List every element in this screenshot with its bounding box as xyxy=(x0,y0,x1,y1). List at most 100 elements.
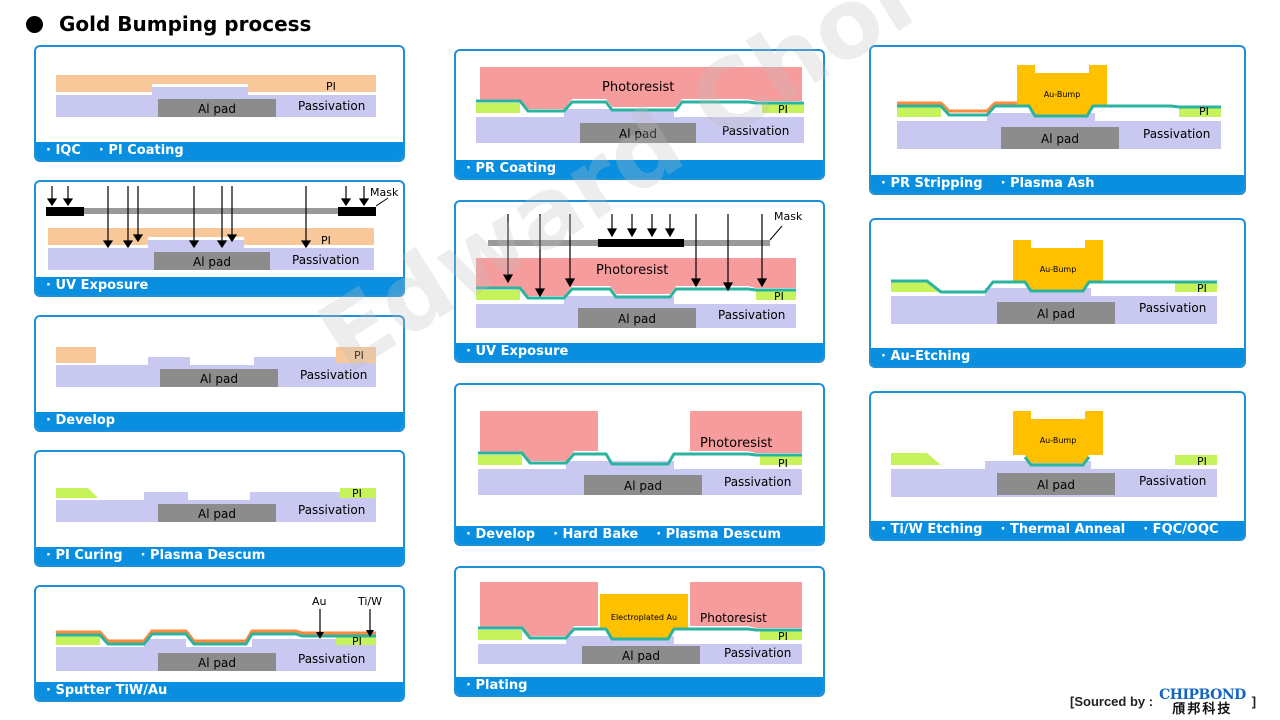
step-caption: · IQC· PI Coating xyxy=(36,142,403,160)
pi-cured-layer xyxy=(56,635,100,645)
al-pad-label: Al pad xyxy=(624,479,662,493)
tiw-label: Ti/W xyxy=(357,595,382,608)
pi-cured-layer xyxy=(760,630,802,640)
mask-bar xyxy=(46,208,376,214)
step-panel-plating: Al pad Electroplated Au Photoresist PI P… xyxy=(454,566,825,697)
mask-block xyxy=(598,239,684,247)
pi-cured-layer xyxy=(476,103,520,113)
passivation-label: Passivation xyxy=(292,253,359,267)
step-panel-pi-curing: Al pad PI Passivation · PI Curing· Plasm… xyxy=(34,450,405,567)
al-pad xyxy=(582,646,700,664)
passivation-label: Passivation xyxy=(298,503,365,517)
pi-cured-layer xyxy=(336,635,376,645)
pi-label: PI xyxy=(1199,105,1209,118)
pi-cured-layer xyxy=(476,290,520,300)
au-bump-label: Au-Bump xyxy=(1040,265,1077,274)
step-panel-iqc: Al pad PI Passivation · IQC· PI Coating xyxy=(34,45,405,162)
passivation-label: Passivation xyxy=(724,646,791,660)
tiw-layer xyxy=(476,99,804,113)
caption-item: · Plating xyxy=(466,678,528,693)
uv-arrows xyxy=(502,214,768,298)
step-panel-uv-exposure-1: Mask Al pad PI Passivation · UV Exposure xyxy=(34,180,405,297)
step-caption: · UV Exposure xyxy=(36,277,403,295)
caption-item: · Develop xyxy=(466,527,536,542)
source-prefix: [Sourced by : xyxy=(1070,694,1154,709)
photoresist-layer xyxy=(476,258,796,296)
source-credit: [Sourced by : CHIPBOND 頎邦科技 ] xyxy=(1070,688,1256,715)
al-pad-label: Al pad xyxy=(619,127,657,141)
caption-item: · PI Coating xyxy=(98,143,184,158)
al-pad-label: Al pad xyxy=(1037,307,1075,321)
au-bump-label: Au-Bump xyxy=(1040,436,1077,445)
pi-label: PI xyxy=(778,457,788,470)
passivation-label: Passivation xyxy=(1139,474,1206,488)
iqc-diagram: Al pad PI Passivation xyxy=(56,75,376,117)
photoresist-layer xyxy=(480,582,598,636)
step-caption: · Develop · Hard Bake · Plasma Descum xyxy=(456,526,823,544)
pi-label: PI xyxy=(321,234,331,247)
step-caption: · PR Stripping· Plasma Ash xyxy=(871,175,1244,193)
develop-diagram: Al pad Photoresist PI Passivation xyxy=(478,411,802,495)
passivation-label: Passivation xyxy=(298,99,365,113)
caption-item: · Thermal Anneal xyxy=(1000,522,1126,537)
pi-label: PI xyxy=(1197,455,1207,468)
passivation-label: Passivation xyxy=(300,368,367,382)
au-bump xyxy=(1013,240,1103,290)
pi-cured-layer xyxy=(478,455,522,465)
step-panel-au-etching: Al pad Au-Bump PI Passivation · Au-Etchi… xyxy=(869,218,1246,368)
tiw-layer xyxy=(478,626,802,641)
caption-item: · PI Curing xyxy=(46,548,123,563)
photoresist-label: Photoresist xyxy=(596,263,668,278)
pi-cured-layer xyxy=(762,103,804,113)
passivation-label: Passivation xyxy=(722,124,789,138)
sputter-diagram: Al pad PI Passivation Au Ti/W xyxy=(56,595,382,671)
step-panel-tiw-etching: Al pad Au-Bump PI Passivation · Ti/W Etc… xyxy=(869,391,1246,541)
al-pad-label: Al pad xyxy=(622,649,660,663)
pi-cured-layer xyxy=(340,488,376,498)
caption-item: · Au-Etching xyxy=(881,349,971,364)
passivation-label: Passivation xyxy=(1143,127,1210,141)
tiw-layer xyxy=(56,632,376,646)
mask-block xyxy=(338,207,376,216)
au-label: Au xyxy=(312,595,327,608)
pi-cured-layer xyxy=(897,107,941,117)
pi-cured-layer xyxy=(1175,282,1217,292)
photoresist-layer xyxy=(480,67,802,109)
pi-label: PI xyxy=(352,635,362,648)
al-pad-label: Al pad xyxy=(198,656,236,670)
al-pad xyxy=(1001,127,1119,149)
plating-diagram: Al pad Electroplated Au Photoresist PI P… xyxy=(478,582,802,664)
au-etching-diagram: Al pad Au-Bump PI Passivation xyxy=(891,240,1217,324)
tiw-layer xyxy=(897,104,1221,118)
step-panel-develop-1: Al pad PI Passivation · Develop xyxy=(34,315,405,432)
step-caption: · PR Coating xyxy=(456,160,823,178)
photoresist-label: Photoresist xyxy=(602,80,674,95)
photoresist-label: Photoresist xyxy=(700,436,772,451)
caption-item: · Hard Bake xyxy=(553,527,639,542)
caption-item: · Plasma Descum xyxy=(140,548,266,563)
pi-label: PI xyxy=(354,349,364,362)
tiw-layer xyxy=(1023,456,1091,467)
pi-label: PI xyxy=(1197,282,1207,295)
logo-zh: 頎邦科技 xyxy=(1172,701,1233,716)
al-pad-label: Al pad xyxy=(193,255,231,269)
caption-item: · Plasma Ash xyxy=(1000,176,1095,191)
caption-item: · Sputter TiW/Au xyxy=(46,683,168,698)
uv-arrows xyxy=(46,186,370,249)
pi-label: PI xyxy=(778,630,788,643)
photoresist-label: Photoresist xyxy=(700,611,767,625)
al-pad-label: Al pad xyxy=(198,102,236,116)
step-caption: · Develop xyxy=(36,412,403,430)
pi-label: PI xyxy=(778,103,788,116)
al-pad xyxy=(154,252,270,270)
al-pad-label: Al pad xyxy=(1041,132,1079,146)
photoresist-layer xyxy=(480,411,598,461)
step-caption: · Ti/W Etching· Thermal Anneal· FQC/OQC xyxy=(871,521,1244,539)
electroplated-au xyxy=(600,594,688,638)
source-suffix: ] xyxy=(1251,694,1257,709)
mask-block xyxy=(46,207,84,216)
caption-item: · Plasma Descum xyxy=(656,527,781,542)
al-pad-label: Al pad xyxy=(1037,478,1075,492)
au-bump xyxy=(1013,411,1103,463)
photoresist-layer xyxy=(690,411,802,453)
